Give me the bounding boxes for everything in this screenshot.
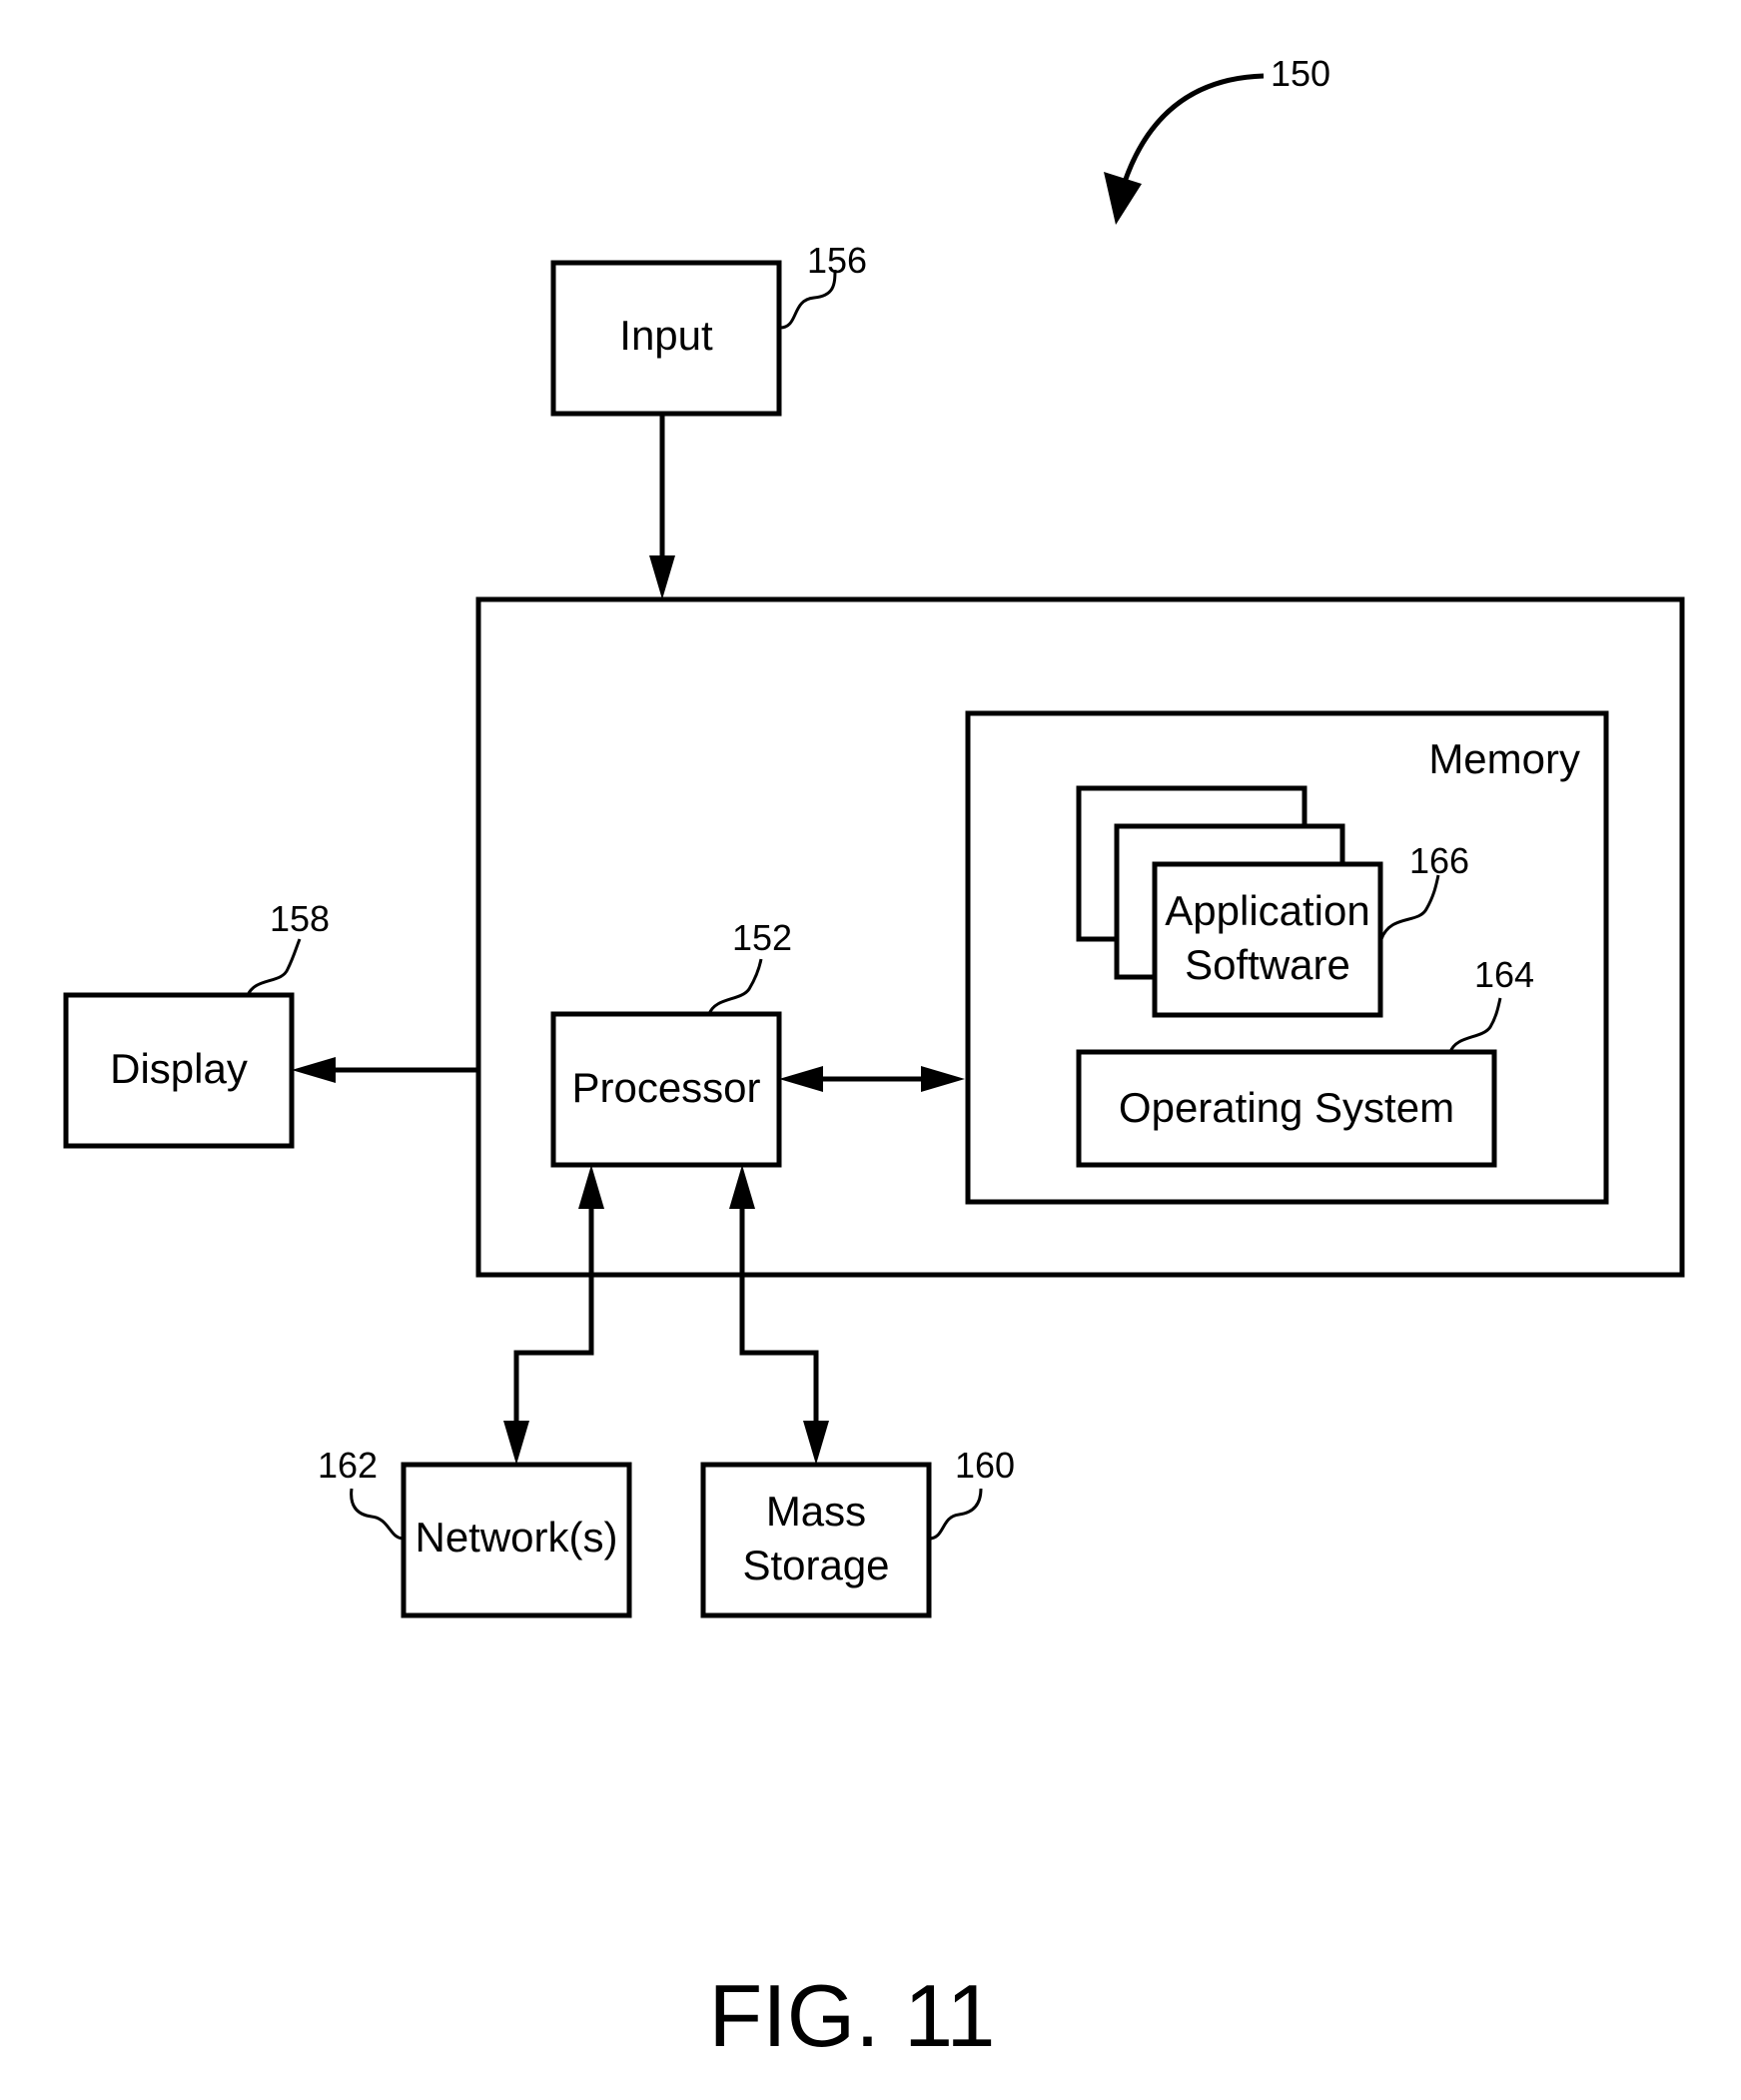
application-software-ref-leader (1379, 874, 1440, 940)
display-label: Display (110, 1045, 248, 1092)
operating-system-block: Operating System 164 (1076, 954, 1534, 1168)
processor-networks-arrow (503, 1165, 604, 1465)
processor-label: Processor (571, 1064, 760, 1111)
processor-ref-label: 152 (732, 917, 792, 958)
processor-memory-arrow (779, 1066, 965, 1092)
mass-storage-label-line2: Storage (742, 1542, 889, 1588)
figure-caption: FIG. 11 (709, 1966, 996, 2065)
application-software-ref-label: 166 (1409, 840, 1469, 881)
input-to-system-arrow (649, 414, 675, 599)
processor-ref-leader (707, 958, 763, 1015)
mass-storage-box (700, 1462, 932, 1618)
ref-150-label: 150 (1271, 53, 1330, 94)
networks-box (401, 1462, 632, 1618)
display-box (63, 992, 295, 1149)
mass-storage-label-line1: Mass (766, 1488, 866, 1535)
memory-block: Memory Application Software 166 Operatin… (965, 710, 1609, 1205)
ref-150-curved-arrow (1121, 73, 1265, 186)
networks-label: Network(s) (415, 1514, 617, 1561)
operating-system-label: Operating System (1119, 1084, 1454, 1131)
input-ref-label: 156 (807, 240, 867, 281)
figure-ref-150: 150 (1104, 53, 1330, 225)
processor-mass-storage-arrow (729, 1165, 829, 1465)
display-block: Display 158 (63, 898, 330, 1149)
display-ref-label: 158 (270, 898, 330, 939)
system-to-display-arrow (292, 1057, 478, 1083)
networks-ref-label: 162 (318, 1445, 378, 1486)
mass-storage-block: Mass Storage 160 (700, 1445, 1015, 1618)
input-label: Input (619, 312, 713, 359)
processor-block: Processor 152 (550, 917, 792, 1168)
input-block: Input 156 (550, 240, 867, 417)
ref-150-arrowhead (1104, 172, 1142, 225)
networks-block: Network(s) 162 (318, 1445, 632, 1618)
memory-label: Memory (1428, 735, 1580, 782)
input-box (550, 260, 782, 417)
networks-ref-leader (350, 1488, 405, 1541)
application-software-front-card (1152, 861, 1383, 1018)
mass-storage-ref-label: 160 (955, 1445, 1015, 1486)
input-ref-leader (779, 269, 837, 330)
application-software-stack: Application Software 166 (1076, 785, 1469, 1018)
processor-box (550, 1011, 782, 1168)
operating-system-ref-leader (1448, 997, 1502, 1053)
operating-system-box (1076, 1049, 1497, 1168)
mass-storage-ref-leader (928, 1488, 983, 1541)
application-software-label-line1: Application (1165, 887, 1369, 934)
operating-system-ref-label: 164 (1474, 954, 1534, 995)
display-ref-leader (246, 938, 302, 996)
application-software-label-line2: Software (1185, 941, 1350, 988)
